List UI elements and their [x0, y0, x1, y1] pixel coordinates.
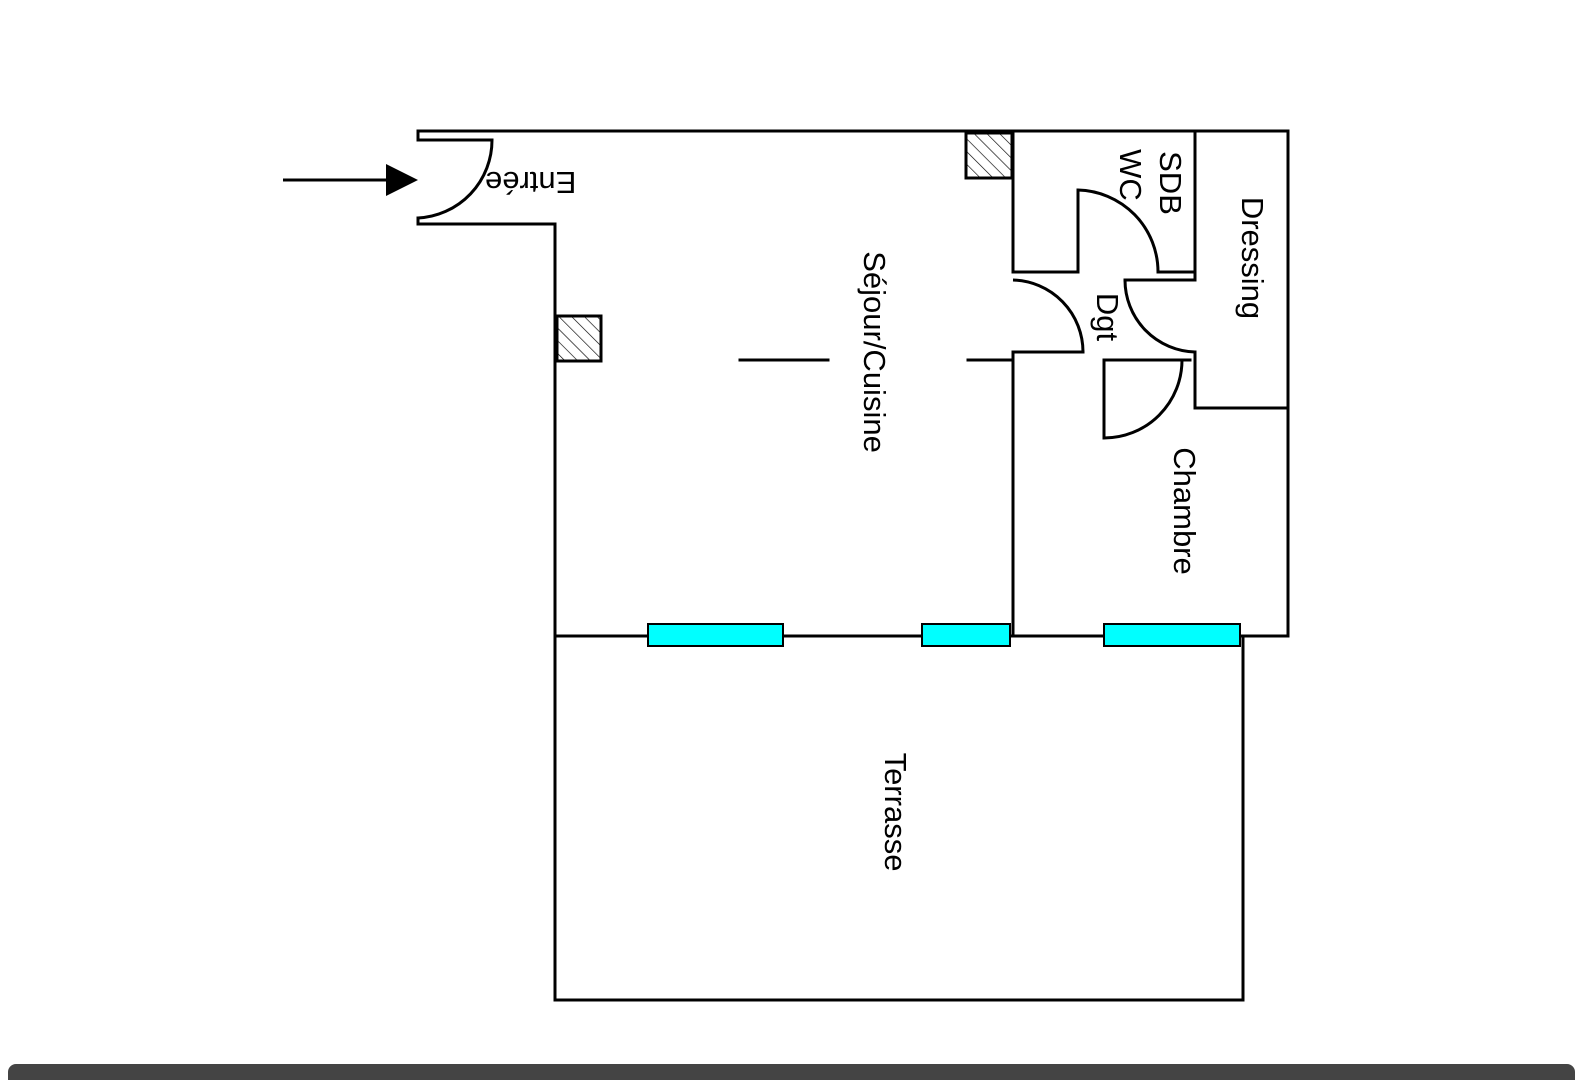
label-sejour-cuisine: Séjour/Cuisine [857, 251, 892, 453]
label-dressing: Dressing [1235, 197, 1270, 319]
window [647, 623, 784, 647]
label-dgt: Dgt [1090, 293, 1125, 342]
label-wc: WC [1113, 149, 1148, 201]
label-terrasse: Terrasse [878, 753, 913, 872]
windows [647, 623, 1241, 647]
hatched-pillar-icon [555, 314, 603, 363]
window [921, 623, 1011, 647]
doors [417, 138, 1196, 440]
arrow-right-icon [283, 164, 418, 196]
label-sdb: SDB [1153, 151, 1188, 215]
walls [416, 129, 1290, 1002]
label-entree: Entrée [485, 165, 576, 200]
hatched-pillar-icon [964, 131, 1014, 180]
bottom-scrollbar[interactable] [8, 1064, 1575, 1080]
label-chambre: Chambre [1167, 447, 1202, 575]
window [1103, 623, 1241, 647]
